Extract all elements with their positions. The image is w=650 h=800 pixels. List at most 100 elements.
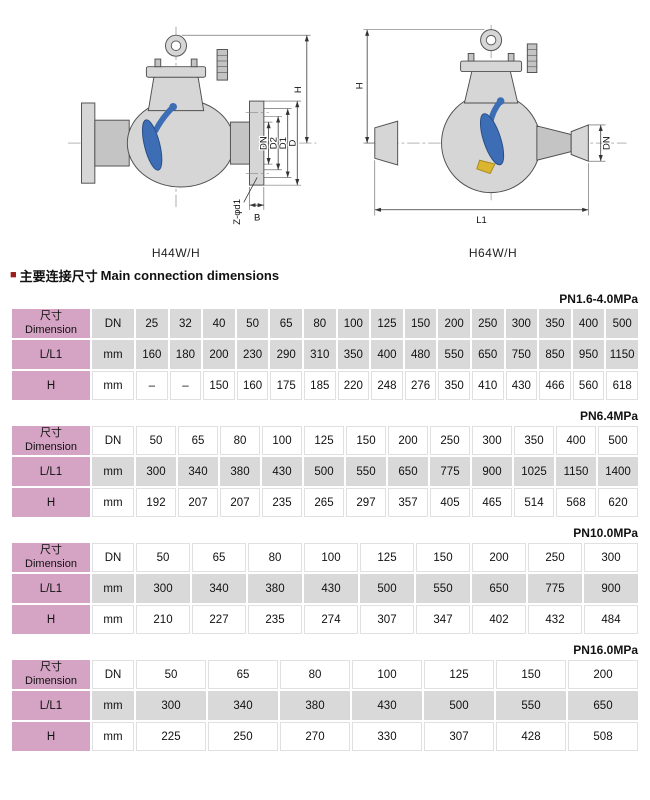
value-cell: 430: [304, 574, 358, 603]
left-pipe: [94, 119, 130, 167]
value-cell: 350: [539, 309, 571, 338]
value-cell: 300: [136, 574, 190, 603]
value-cell: 514: [514, 488, 554, 517]
value-cell: 850: [539, 340, 571, 369]
value-cell: 950: [572, 340, 605, 369]
value-cell: 347: [416, 605, 470, 634]
unit-cell: mm: [92, 605, 134, 634]
value-cell: 300: [136, 691, 206, 720]
value-cell: 550: [438, 340, 470, 369]
value-cell: 508: [568, 722, 638, 751]
disc-assembly: [476, 97, 505, 175]
value-cell: 200: [203, 340, 235, 369]
value-cell: 1400: [598, 457, 638, 486]
value-cell: 150: [496, 660, 566, 689]
dim-label-D2: D2: [268, 137, 279, 149]
value-cell: 340: [178, 457, 218, 486]
value-cell: 775: [528, 574, 582, 603]
value-cell: 227: [192, 605, 246, 634]
value-cell: 160: [136, 340, 168, 369]
value-cell: 550: [496, 691, 566, 720]
value-cell: 32: [169, 309, 202, 338]
value-cell: 65: [208, 660, 278, 689]
value-cell: 210: [136, 605, 190, 634]
unit-cell: mm: [92, 340, 134, 369]
value-cell: 568: [556, 488, 596, 517]
value-cell: 410: [471, 371, 504, 400]
right-flange: [249, 100, 265, 186]
value-cell: 430: [505, 371, 538, 400]
value-cell: 250: [430, 426, 470, 455]
unit-cell: mm: [92, 691, 134, 720]
pressure-rating-label: PN6.4MPa: [579, 409, 638, 423]
h64w-valve-drawing: H DN L1: [353, 24, 627, 227]
dim-label-D1: D1: [278, 137, 289, 149]
section-title: ■ 主要连接尺寸 Main connection dimensions: [10, 266, 640, 285]
value-cell: 150: [404, 309, 437, 338]
section-bullet-icon: ■: [10, 269, 17, 281]
value-cell: 900: [472, 457, 512, 486]
unit-cell: DN: [92, 309, 134, 338]
disc-assembly: [141, 102, 177, 171]
section-title-en: Main connection dimensions: [100, 268, 280, 283]
value-cell: 40: [203, 309, 235, 338]
value-cell: 300: [584, 543, 638, 572]
value-cell: 550: [346, 457, 386, 486]
bonnet-cover: [460, 60, 523, 73]
value-cell: 80: [248, 543, 302, 572]
corner-header-cell: 尺寸 Dimension: [12, 309, 90, 338]
valve-drawings: H DN D2 D1 D B Z-φd1 H44W/H: [10, 8, 640, 260]
value-cell: 100: [304, 543, 358, 572]
value-cell: 650: [568, 691, 638, 720]
value-cell: 50: [236, 309, 269, 338]
value-cell: 480: [404, 340, 437, 369]
dim-label-H: H: [354, 82, 365, 89]
value-cell: 500: [598, 426, 638, 455]
value-cell: 230: [236, 340, 269, 369]
value-cell: 200: [438, 309, 470, 338]
corner-header-cell: 尺寸 Dimension: [12, 543, 90, 572]
value-cell: 900: [584, 574, 638, 603]
value-cell: 618: [606, 371, 638, 400]
value-cell: 775: [430, 457, 470, 486]
dim-label-H: H: [293, 86, 304, 93]
value-cell: 466: [539, 371, 571, 400]
value-cell: 192: [136, 488, 176, 517]
value-cell: 310: [303, 340, 336, 369]
value-cell: 402: [472, 605, 526, 634]
value-cell: 50: [136, 660, 206, 689]
value-cell: 65: [270, 309, 302, 338]
value-cell: 276: [404, 371, 437, 400]
value-cell: 80: [303, 309, 336, 338]
seat-ring: [476, 159, 496, 175]
value-cell: 274: [304, 605, 358, 634]
value-cell: 500: [606, 309, 638, 338]
value-cell: –: [136, 371, 168, 400]
value-cell: 125: [360, 543, 414, 572]
value-cell: 80: [280, 660, 350, 689]
row-label-cell: H: [12, 722, 90, 751]
value-cell: 125: [424, 660, 494, 689]
value-cell: 1025: [514, 457, 554, 486]
dim-label-L1: L1: [476, 215, 487, 226]
unit-cell: mm: [92, 574, 134, 603]
value-cell: 330: [352, 722, 422, 751]
value-cell: 220: [337, 371, 370, 400]
value-cell: 1150: [606, 340, 638, 369]
h44w-valve-drawing: H DN D2 D1 D B Z-φd1: [68, 26, 317, 226]
unit-cell: DN: [92, 660, 134, 689]
value-cell: 150: [346, 426, 386, 455]
value-cell: 50: [136, 543, 190, 572]
value-cell: 400: [556, 426, 596, 455]
unit-cell: mm: [92, 457, 134, 486]
